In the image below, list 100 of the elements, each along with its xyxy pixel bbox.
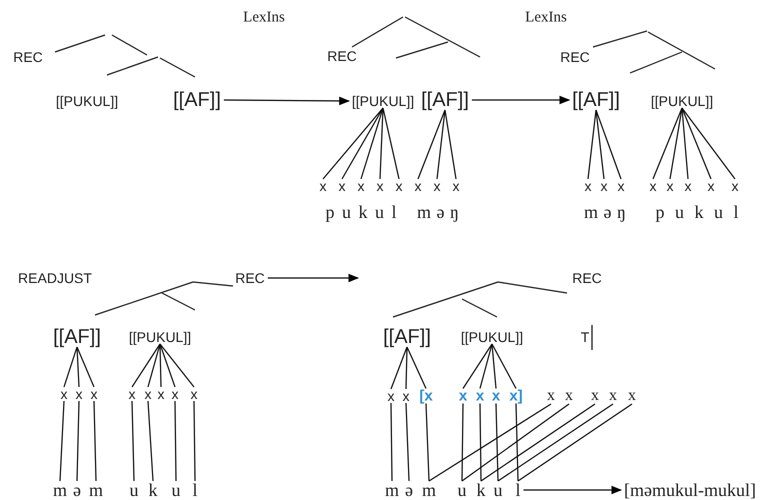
slot-mark: x (684, 179, 692, 193)
category-label: REC (327, 49, 357, 63)
category-label: REC (13, 50, 43, 64)
connector-line (462, 344, 492, 389)
slot-mark: x] (509, 388, 523, 404)
connector-line (428, 404, 552, 482)
slot-mark: x (90, 387, 98, 401)
morpheme-label: [[PUKUL]] (56, 94, 118, 108)
connector-line (587, 110, 597, 180)
slot-mark: x (320, 179, 326, 193)
slot-mark: x (458, 388, 468, 404)
connector-line (63, 346, 78, 388)
slot-mark: x (609, 388, 617, 404)
connector-line (479, 404, 482, 481)
connector-line (682, 108, 736, 180)
slot-mark: x (414, 179, 422, 193)
connector-line (461, 404, 464, 481)
connector-line (159, 344, 162, 388)
slot-mark: x (158, 387, 164, 401)
slot-mark: x (492, 388, 500, 404)
segment-letter: u (172, 481, 180, 499)
connector-line (131, 400, 135, 482)
morpheme-label: [[AF]] (572, 90, 620, 110)
segment-letter: u (458, 481, 466, 499)
slot-mark: x (618, 179, 624, 193)
connector-line (495, 403, 499, 482)
connector-line (595, 110, 622, 180)
slot-mark: x (388, 389, 394, 403)
segment-row: m ə ŋ (417, 203, 459, 221)
connector-line (436, 110, 446, 180)
connector-line (405, 402, 410, 482)
connector-line (132, 344, 160, 388)
connector-line (160, 344, 194, 388)
segment-letter: ə (73, 481, 81, 499)
connector-line (379, 108, 384, 180)
segment-letter: ə (405, 481, 413, 499)
slot-mark: x (476, 388, 484, 404)
connector-line (498, 404, 614, 482)
arrow (524, 486, 622, 494)
morpheme-label: [[PUKUL]] (460, 330, 524, 344)
segment-row: m ə ŋ (584, 203, 626, 221)
slot-mark: x (396, 179, 402, 193)
slot-mark: x (565, 388, 573, 404)
arrow (472, 96, 570, 104)
morpheme-label: [[PUKUL]] (650, 94, 714, 108)
connector-line (479, 344, 493, 389)
connector-line (341, 108, 384, 180)
connector-line (444, 110, 457, 180)
connector-line (518, 404, 632, 482)
arrow (224, 96, 350, 106)
segment-letter: m (385, 481, 399, 499)
connector-line (491, 344, 497, 389)
morpheme-label: [[AF]] (421, 90, 469, 110)
category-label: REC (572, 271, 602, 285)
slot-mark: x (172, 387, 178, 401)
morpheme-label: [[AF]] (53, 327, 101, 347)
segment-letter: u (494, 481, 502, 499)
connector-line (147, 344, 161, 388)
connector-line (159, 344, 176, 388)
morpheme-label: [[PUKUL]] (352, 94, 414, 108)
connector-line (417, 110, 446, 180)
connector-line (462, 404, 570, 482)
morpheme-label: [[AF]] (383, 327, 431, 347)
slot-mark: x (666, 179, 674, 193)
output-form: [məmukul-mukul] (624, 481, 756, 499)
connector-line (360, 108, 384, 180)
connector-line (515, 403, 519, 482)
slot-mark: x (452, 179, 460, 193)
arrow (268, 274, 360, 282)
segment-letter: k (476, 481, 486, 499)
slot-mark: x (650, 179, 656, 193)
connector-line (322, 108, 384, 180)
boundary-symbol: T (580, 330, 590, 344)
slot-mark: x (591, 388, 599, 404)
morpheme-label: [[PUKUL]] (128, 330, 192, 344)
segment-letter: l (192, 481, 198, 499)
segment-row: p u k u l (656, 203, 738, 221)
slot-mark: x (376, 179, 384, 193)
connector-line (480, 404, 596, 482)
slot-mark: x (584, 179, 592, 193)
connector-line (193, 401, 196, 481)
connector-line (425, 403, 430, 482)
connector-line (382, 108, 400, 180)
stage-label: LexIns (243, 10, 285, 26)
stage-label: READJUST (18, 271, 92, 285)
connector-line (93, 400, 97, 482)
slot-mark: x (358, 179, 364, 193)
slot-mark: x (190, 387, 198, 401)
slot-mark: x (338, 179, 346, 193)
morpheme-label: [[AF]] (173, 90, 221, 110)
connector-line (76, 346, 80, 388)
segment-letter: l (516, 481, 520, 499)
slot-mark: x (128, 387, 136, 401)
connector-line (147, 400, 154, 482)
slot-mark: x (144, 387, 152, 401)
slot-mark: x (732, 179, 738, 193)
connector-line (76, 400, 80, 482)
slot-mark: x (628, 388, 636, 404)
connector-line (405, 346, 408, 390)
slot-mark: x (60, 387, 68, 401)
